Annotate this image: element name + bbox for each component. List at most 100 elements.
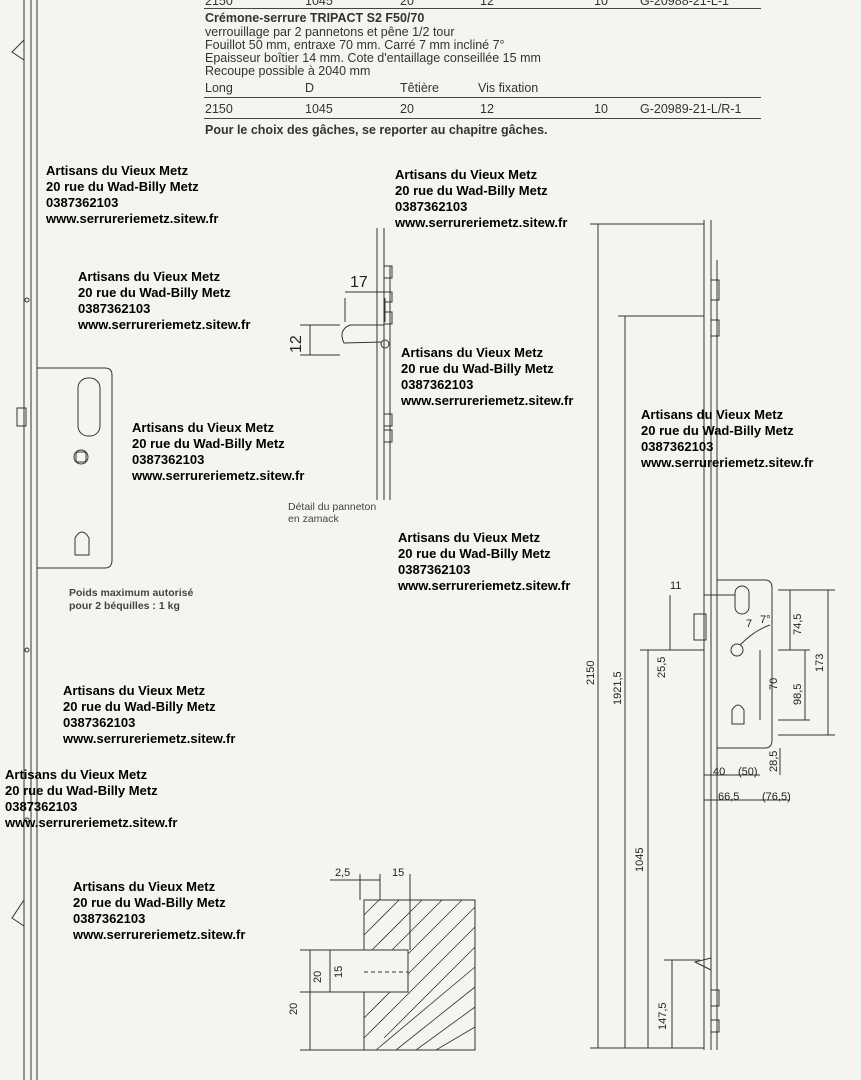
stamp-url: www.serrureriemetz.sitew.fr <box>46 211 219 226</box>
prev-row-qty: 10 <box>594 0 608 8</box>
prev-row-tetiere: 20 <box>400 0 414 8</box>
dim-25: 25,5 <box>656 656 668 678</box>
dim-66: 66,5 <box>718 791 740 803</box>
section-dim-20a: 20 <box>312 970 324 983</box>
stamp-address: 20 rue du Wad-Billy Metz <box>641 423 794 438</box>
stamp-phone: 0387362103 <box>401 377 474 392</box>
weight-note-1: Poids maximum autorisé <box>69 587 194 599</box>
spec-line-3: Epaisseur boîtier 14 mm. Cote d'entailla… <box>205 51 541 65</box>
stamp-url: www.serrureriemetz.sitew.fr <box>401 393 574 408</box>
dim-28: 28,5 <box>768 750 780 772</box>
contact-stamp: Artisans du Vieux Metz 20 rue du Wad-Bil… <box>46 163 218 227</box>
stamp-phone: 0387362103 <box>395 199 468 214</box>
stamp-name: Artisans du Vieux Metz <box>401 345 544 360</box>
stamp-address: 20 rue du Wad-Billy Metz <box>132 436 285 451</box>
stamp-phone: 0387362103 <box>641 439 714 454</box>
stamp-name: Artisans du Vieux Metz <box>46 163 189 178</box>
contact-stamp: Artisans du Vieux Metz 20 rue du Wad-Bil… <box>78 269 250 333</box>
contact-stamp: Artisans du Vieux Metz 20 rue du Wad-Bil… <box>401 345 573 409</box>
stamp-url: www.serrureriemetz.sitew.fr <box>132 468 305 483</box>
row-ref: G-20989-21-L/R-1 <box>640 102 742 116</box>
section-dim-15: 15 <box>392 867 405 879</box>
section-dim-2-5: 2,5 <box>335 867 351 879</box>
stamp-address: 20 rue du Wad-Billy Metz <box>46 179 199 194</box>
stamp-phone: 0387362103 <box>63 715 136 730</box>
product-title: Crémone-serrure TRIPACT S2 F50/70 <box>205 11 425 25</box>
stamp-name: Artisans du Vieux Metz <box>395 167 538 182</box>
stamp-url: www.serrureriemetz.sitew.fr <box>73 927 246 942</box>
weight-note-2: pour 2 béquilles : 1 kg <box>69 600 180 612</box>
stamp-address: 20 rue du Wad-Billy Metz <box>395 183 548 198</box>
spec-line-2: Fouillot 50 mm, entraxe 70 mm. Carré 7 m… <box>205 38 505 52</box>
contact-stamp: Artisans du Vieux Metz 20 rue du Wad-Bil… <box>63 683 235 747</box>
stamp-phone: 0387362103 <box>398 562 471 577</box>
header-d: D <box>305 81 315 95</box>
stamp-address: 20 rue du Wad-Billy Metz <box>401 361 554 376</box>
stamp-name: Artisans du Vieux Metz <box>132 420 275 435</box>
stamp-url: www.serrureriemetz.sitew.fr <box>398 578 571 593</box>
prev-row-vis: 12 <box>480 0 494 8</box>
contact-stamp: Artisans du Vieux Metz 20 rue du Wad-Bil… <box>132 420 304 484</box>
dim-total-length: 2150 <box>585 660 597 685</box>
detail-title: Détail du panneton <box>288 501 377 513</box>
prev-row-long: 2150 <box>205 0 233 8</box>
stamp-phone: 0387362103 <box>5 799 78 814</box>
stamp-address: 20 rue du Wad-Billy Metz <box>63 699 216 714</box>
stamp-name: Artisans du Vieux Metz <box>63 683 206 698</box>
stamp-phone: 0387362103 <box>132 452 205 467</box>
dim-70: 70 <box>768 677 780 690</box>
contact-stamp: Artisans du Vieux Metz 20 rue du Wad-Bil… <box>395 167 567 231</box>
stamp-name: Artisans du Vieux Metz <box>398 530 541 545</box>
spec-line-4: Recoupe possible à 2040 mm <box>205 64 371 78</box>
contact-stamp: Artisans du Vieux Metz 20 rue du Wad-Bil… <box>398 530 570 594</box>
row-d: 1045 <box>305 102 333 116</box>
detail-subtitle: en zamack <box>288 513 339 525</box>
stamp-phone: 0387362103 <box>46 195 119 210</box>
prev-row-ref: G-20988-21-L-1 <box>640 0 729 8</box>
row-tetiere: 20 <box>400 102 414 116</box>
stamp-address: 20 rue du Wad-Billy Metz <box>398 546 551 561</box>
header-tetiere: Têtière <box>400 81 439 95</box>
dim-panneton-height: 12 <box>288 335 305 353</box>
stamp-address: 20 rue du Wad-Billy Metz <box>78 285 231 300</box>
contact-stamp: Artisans du Vieux Metz 20 rue du Wad-Bil… <box>641 407 813 471</box>
dim-98: 98,5 <box>792 683 804 705</box>
dim-1045: 1045 <box>634 847 646 872</box>
dim-40: 40 <box>713 766 726 778</box>
section-dim-20b: 20 <box>288 1002 300 1015</box>
prev-row-d: 1045 <box>305 0 333 8</box>
dim-7: 7 <box>746 618 753 630</box>
dim-74: 74,5 <box>792 613 804 635</box>
table-rule <box>204 97 761 98</box>
stamp-url: www.serrureriemetz.sitew.fr <box>78 317 251 332</box>
dim-1921: 1921,5 <box>612 671 624 705</box>
dim-11: 11 <box>670 580 682 592</box>
stamp-phone: 0387362103 <box>73 911 146 926</box>
dim-147: 147,5 <box>657 1002 669 1030</box>
table-rule <box>204 8 761 9</box>
dim-173: 173 <box>814 653 826 672</box>
stamp-name: Artisans du Vieux Metz <box>641 407 784 422</box>
row-long: 2150 <box>205 102 233 116</box>
row-vis: 12 <box>480 102 494 116</box>
stamp-name: Artisans du Vieux Metz <box>73 879 216 894</box>
stamp-url: www.serrureriemetz.sitew.fr <box>395 215 568 230</box>
dim-7-deg: 7° <box>760 614 771 626</box>
dim-76-paren: (76,5) <box>762 791 791 803</box>
stamp-url: www.serrureriemetz.sitew.fr <box>641 455 814 470</box>
stamp-address: 20 rue du Wad-Billy Metz <box>5 783 158 798</box>
contact-stamp: Artisans du Vieux Metz 20 rue du Wad-Bil… <box>73 879 245 943</box>
gache-footnote: Pour le choix des gâches, se reporter au… <box>205 123 548 137</box>
header-long: Long <box>205 81 233 95</box>
section-dim-15b: 15 <box>333 965 345 978</box>
stamp-address: 20 rue du Wad-Billy Metz <box>73 895 226 910</box>
stamp-phone: 0387362103 <box>78 301 151 316</box>
spec-line-1: verrouillage par 2 pannetons et pêne 1/2… <box>205 25 455 39</box>
stamp-url: www.serrureriemetz.sitew.fr <box>5 815 178 830</box>
stamp-url: www.serrureriemetz.sitew.fr <box>63 731 236 746</box>
row-qty: 10 <box>594 102 608 116</box>
stamp-name: Artisans du Vieux Metz <box>5 767 148 782</box>
contact-stamp: Artisans du Vieux Metz 20 rue du Wad-Bil… <box>5 767 177 831</box>
dim-panneton-width: 17 <box>350 274 368 291</box>
